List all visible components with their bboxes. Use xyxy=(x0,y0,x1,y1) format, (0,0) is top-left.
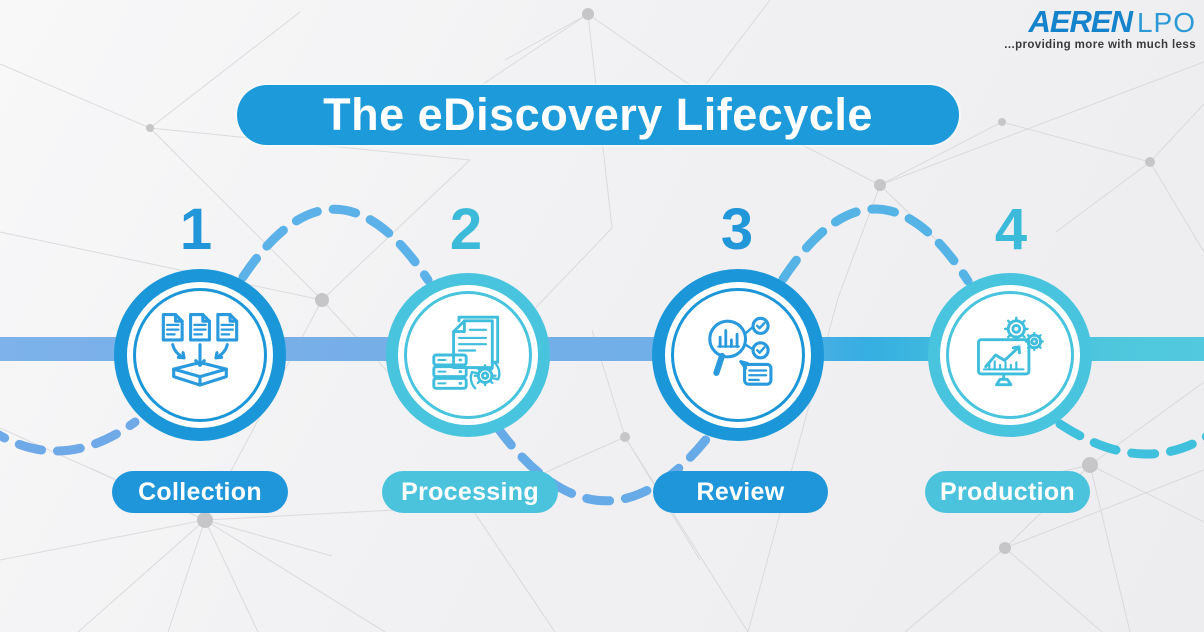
step-circle-production xyxy=(928,273,1092,437)
step-number-2: 2 xyxy=(449,197,483,262)
step-label-processing: Processing xyxy=(382,471,558,513)
brand-name: AEREN xyxy=(1028,4,1133,39)
step-label-text: Production xyxy=(940,477,1075,506)
dashed-arc-2-3 xyxy=(492,422,717,506)
step-label-production: Production xyxy=(925,471,1090,513)
step-label-collection: Collection xyxy=(112,471,288,513)
brand-tagline: ...providing more with much less xyxy=(1004,39,1196,51)
title-banner: The eDiscovery Lifecycle xyxy=(237,85,959,145)
dashed-arc-right xyxy=(1055,419,1204,459)
step-label-review: Review xyxy=(653,471,828,513)
step-number-1: 1 xyxy=(179,197,213,262)
review-icon xyxy=(671,288,805,422)
dashed-arc-1-2 xyxy=(238,204,433,285)
brand-suffix: LPO xyxy=(1136,7,1196,38)
processing-icon xyxy=(404,291,532,419)
step-number-4: 4 xyxy=(994,197,1028,262)
step-label-text: Collection xyxy=(138,477,262,506)
step-number-3: 3 xyxy=(720,197,754,262)
collection-icon xyxy=(133,288,267,422)
page-title: The eDiscovery Lifecycle xyxy=(323,89,873,140)
step-circle-processing xyxy=(386,273,550,437)
step-circle-review xyxy=(652,269,824,441)
dashed-arc-left xyxy=(0,417,140,456)
step-label-text: Processing xyxy=(401,477,539,506)
step-circle-collection xyxy=(114,269,286,441)
production-icon xyxy=(946,291,1074,419)
dashed-arc-3-4 xyxy=(778,204,973,286)
brand-logo: AEREN LPO ...providing more with much le… xyxy=(1004,6,1196,52)
step-label-text: Review xyxy=(696,477,785,506)
